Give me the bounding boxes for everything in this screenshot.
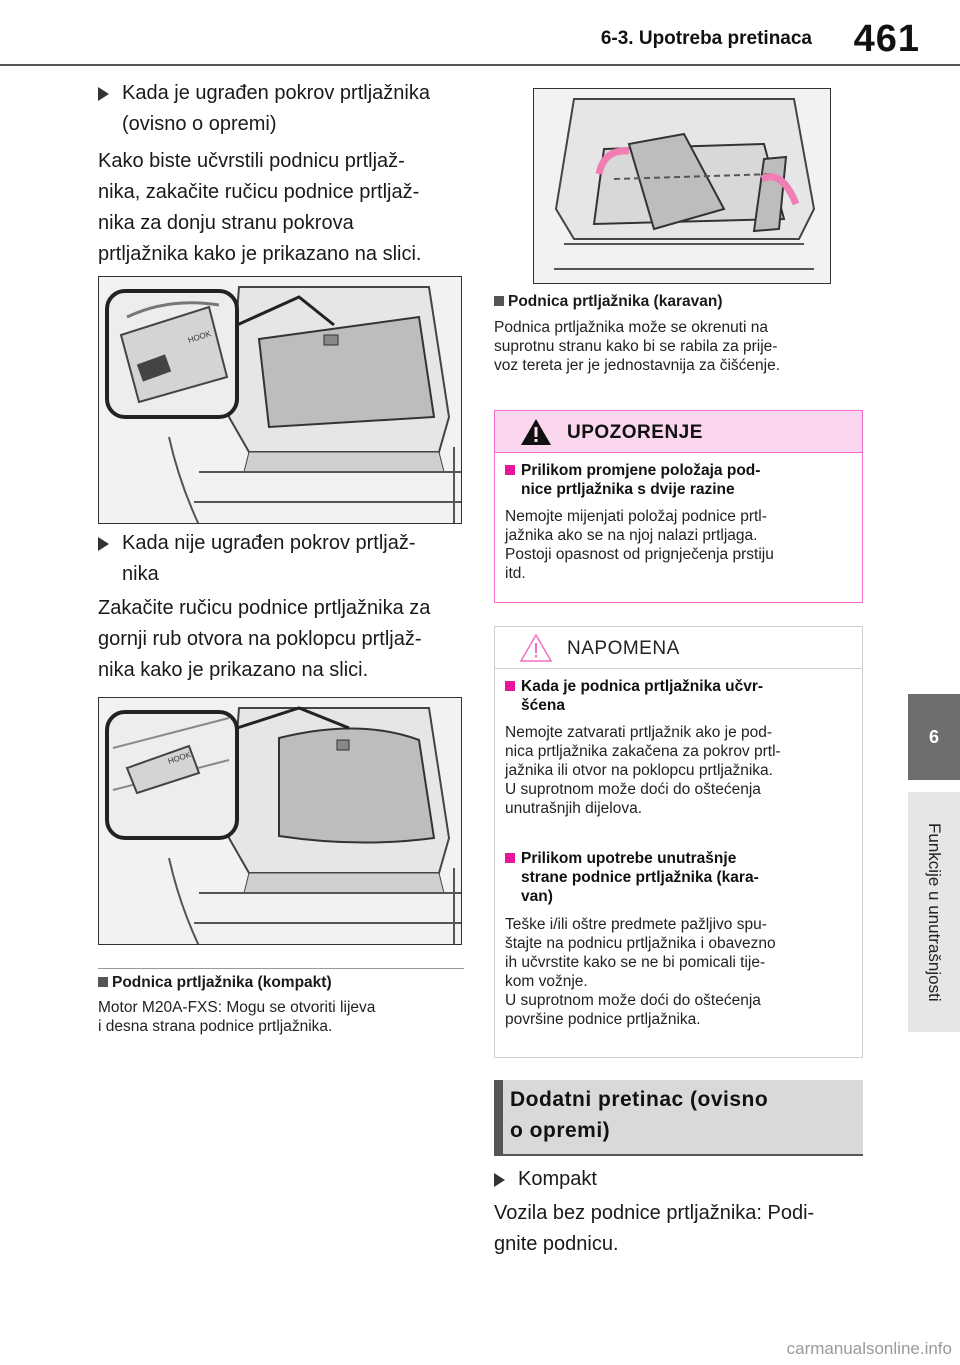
note-item-body: Teške i/ili oštre predmete pažljivo spu-…: [505, 915, 850, 1029]
section-heading-rule: [494, 1154, 863, 1156]
bullet-compact: Kompakt: [494, 1164, 874, 1195]
text-line: strane podnice prtljažnika (kara-: [521, 869, 759, 886]
bullet-line: Kada je ugrađen pokrov prtljažnika: [122, 82, 430, 104]
text-line: jažnika ili otvor na poklopcu prtljažnik…: [505, 762, 773, 779]
text-line: Nemojte zatvarati prtljažnik ako je pod-: [505, 724, 773, 741]
caution-triangle-icon: [519, 633, 553, 662]
warning-title: UPOZORENJE: [567, 422, 703, 443]
bullet-line: (ovisno o opremi): [122, 113, 277, 135]
bullet-cover-installed: Kada je ugrađen pokrov prtljažnika (ovis…: [98, 78, 468, 140]
wagon-floor-body: Podnica prtljažnika može se okrenuti na …: [494, 318, 874, 375]
chapter-title-text: Funkcije u unutrašnjosti: [925, 822, 944, 1002]
text-line: itd.: [505, 565, 526, 582]
bullet-cover-not-installed: Kada nije ugrađen pokrov prtljaž- nika: [98, 528, 468, 590]
triangle-bullet-icon: [494, 1173, 505, 1187]
paragraph-compact: Vozila bez podnice prtljažnika: Podi- gn…: [494, 1198, 884, 1260]
text-line: suprotnu stranu kako bi se rabila za pri…: [494, 338, 778, 355]
text-line: nika, zakačite ručicu podnice prtljaž-: [98, 181, 420, 203]
text-line: Postoji opasnost od prignječenja prstiju: [505, 546, 774, 563]
warning-item-heading: Prilikom promjene položaja pod- nice prt…: [505, 461, 760, 499]
text-line: Zakačite ručicu podnice prtljažnika za: [98, 597, 431, 619]
compact-floor-heading: Podnica prtljažnika (kompakt): [98, 974, 332, 992]
text-line: Prilikom upotrebe unutrašnje: [521, 850, 737, 867]
note-item-heading: Kada je podnica prtljažnika učvr- šćena: [505, 677, 763, 715]
text-line: nica prtljažnika zakačena za pokrov prtl…: [505, 743, 781, 760]
text-line: štajte na podnicu prtljažnika i obavezno: [505, 935, 776, 952]
text-line: Teške i/ili oštre predmete pažljivo spu-: [505, 916, 767, 933]
bullet-line: Kada nije ugrađen pokrov prtljaž-: [122, 532, 416, 554]
pink-square-bullet-icon: [505, 465, 515, 475]
paragraph-cover-installed: Kako biste učvrstili podnicu prtljaž- ni…: [98, 146, 468, 270]
section-heading-line: o opremi): [510, 1119, 611, 1142]
text-line: ih učvrstite kako se ne bi pomicali tije…: [505, 954, 766, 971]
text-line: voz tereta jer je jednostavnija za čišće…: [494, 357, 781, 374]
warning-header: UPOZORENJE: [495, 411, 862, 453]
text-line: površine podnice prtljažnika.: [505, 1011, 701, 1028]
section-title: 6-3. Upotreba pretinaca: [600, 28, 812, 49]
note-item-heading: Prilikom upotrebe unutrašnje strane podn…: [505, 849, 759, 906]
square-bullet-icon: [494, 296, 504, 306]
compact-floor-heading-text: Podnica prtljažnika (kompakt): [112, 974, 332, 991]
note-item-body: Nemojte zatvarati prtljažnik ako je pod-…: [505, 723, 850, 818]
paragraph-cover-not-installed: Zakačite ručicu podnice prtljažnika za g…: [98, 593, 468, 686]
text-line: nika kako je prikazano na slici.: [98, 659, 369, 681]
text-line: kom vožnje.: [505, 973, 588, 990]
wagon-floor-heading: Podnica prtljažnika (karavan): [494, 293, 723, 311]
bullet-line: nika: [122, 563, 159, 585]
chapter-tab-number: 6: [908, 694, 960, 780]
pink-square-bullet-icon: [505, 853, 515, 863]
note-title: NAPOMENA: [567, 638, 680, 659]
text-line: gornji rub otvora na poklopcu prtljaž-: [98, 628, 422, 650]
pink-square-bullet-icon: [505, 681, 515, 691]
text-line: nika za donju stranu pokrova: [98, 212, 354, 234]
header-divider: [0, 64, 960, 66]
section-divider: [98, 968, 464, 969]
section-heading-bar: [494, 1080, 503, 1154]
wagon-floor-heading-text: Podnica prtljažnika (karavan): [508, 293, 723, 310]
text-line: Vozila bez podnice prtljažnika: Podi-: [494, 1202, 815, 1224]
figure-hook-opening: HOOK: [98, 697, 462, 945]
text-line: i desna strana podnice prtljažnika.: [98, 1018, 333, 1035]
trunk-illustration: HOOK: [99, 698, 461, 944]
section-heading: Dodatni pretinac (ovisno o opremi): [494, 1080, 863, 1154]
triangle-bullet-icon: [98, 87, 109, 101]
figure-hook-cover: HOOK: [98, 276, 462, 524]
figure-wagon-floor: [533, 88, 831, 284]
bullet-line: Kompakt: [518, 1168, 597, 1190]
trunk-illustration: HOOK: [99, 277, 461, 523]
text-line: šćena: [521, 697, 565, 714]
page-number: 461: [853, 18, 920, 60]
text-line: Kako biste učvrstili podnicu prtljaž-: [98, 150, 405, 172]
text-line: U suprotnom može doći do oštećenja: [505, 781, 761, 798]
note-header: NAPOMENA: [495, 627, 862, 669]
chapter-tab-title: Funkcije u unutrašnjosti: [908, 792, 960, 1032]
text-line: nice prtljažnika s dvije razine: [521, 481, 735, 498]
text-line: gnite podnicu.: [494, 1233, 619, 1255]
text-line: prtljažnika kako je prikazano na slici.: [98, 243, 422, 265]
text-line: unutrašnjih dijelova.: [505, 800, 643, 817]
text-line: Kada je podnica prtljažnika učvr-: [521, 678, 764, 695]
watermark: carmanualsonline.info: [786, 1339, 952, 1358]
text-line: Nemojte mijenjati položaj podnice prtl-: [505, 508, 767, 525]
note-box: NAPOMENA Kada je podnica prtljažnika učv…: [494, 626, 863, 1058]
wagon-trunk-illustration: [534, 89, 830, 283]
text-line: U suprotnom može doći do oštećenja: [505, 992, 761, 1009]
square-bullet-icon: [98, 977, 108, 987]
text-line: jažnika ako se na njoj nalazi prtljaga.: [505, 527, 758, 544]
warning-triangle-icon: [521, 419, 551, 445]
warning-box: UPOZORENJE Prilikom promjene položaja po…: [494, 410, 863, 603]
text-line: van): [521, 888, 553, 905]
section-heading-line: Dodatni pretinac (ovisno: [510, 1088, 769, 1111]
warning-item-body: Nemojte mijenjati položaj podnice prtl- …: [505, 507, 850, 583]
text-line: Prilikom promjene položaja pod-: [521, 462, 761, 479]
compact-floor-body: Motor M20A-FXS: Mogu se otvoriti lijeva …: [98, 998, 468, 1036]
triangle-bullet-icon: [98, 537, 109, 551]
text-line: Motor M20A-FXS: Mogu se otvoriti lijeva: [98, 999, 376, 1016]
text-line: Podnica prtljažnika može se okrenuti na: [494, 319, 768, 336]
page-header: 6-3. Upotreba pretinaca 461: [0, 0, 960, 70]
